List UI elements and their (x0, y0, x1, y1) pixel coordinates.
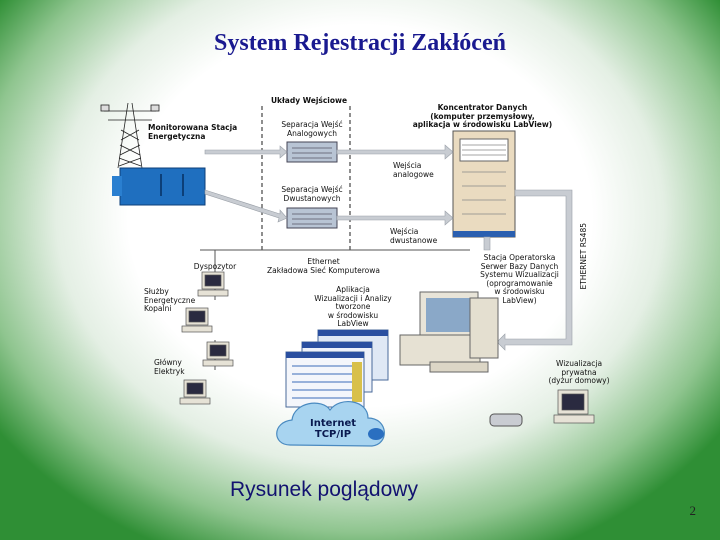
client-computer-icon (179, 271, 234, 405)
internet-label: Internet TCP/IP (309, 418, 356, 440)
concentrator-label: Koncentrator Danych (komputer przemysłow… (412, 103, 553, 129)
analog-separation-module-icon (286, 141, 338, 163)
figure-caption: Rysunek poglądowy (230, 478, 418, 501)
slide-title: System Rejestracji Zakłóceń (214, 30, 506, 56)
substation-icon (112, 167, 206, 206)
operator-station-label: Stacja Operatorska Serwer Bazy Danych Sy… (480, 253, 559, 305)
signal-arrows (204, 144, 573, 351)
page-number: 2 (689, 503, 697, 518)
home-computer-icon (553, 389, 595, 424)
input-systems-label: Układy Wejściowe (270, 96, 348, 105)
chief-electrician-label: Główny Elektryk (154, 358, 185, 376)
dashed-separator (261, 106, 351, 250)
application-screens-icon (285, 329, 389, 408)
operator-station-icon (399, 291, 499, 373)
data-concentrator-cabinet-icon (452, 130, 516, 238)
internet-cloud-icon (276, 401, 385, 447)
modem-icon (489, 413, 523, 427)
binary-inputs-label: Wejścia dwustanowe (390, 227, 438, 245)
application-label: Aplikacja Wizualizacji i Analizy tworzon… (314, 285, 392, 328)
transmission-tower-icon (100, 102, 160, 169)
ethernet-rs485-label: ETHERNET RS485 (578, 223, 588, 290)
private-visualization-label: Wizualizacja prywatna (dyżur domowy) (548, 359, 610, 385)
ethernet-lan-label: Ethernet Zakładowa Sieć Komputerowa (267, 257, 380, 275)
monitored-station-label: Monitorowana Stacja Energetyczna (148, 123, 238, 141)
mine-energy-services-label: Służby Energetyczne Kopalni (144, 287, 196, 313)
dispatcher-label: Dyspozytor (193, 262, 237, 271)
analog-inputs-label: Wejścia analogowe (393, 161, 434, 179)
binary-separation-label: Separacja Wejść Dwustanowych (281, 185, 343, 203)
analog-separation-label: Separacja Wejść Analogowych (281, 120, 343, 138)
binary-separation-module-icon (286, 207, 338, 229)
